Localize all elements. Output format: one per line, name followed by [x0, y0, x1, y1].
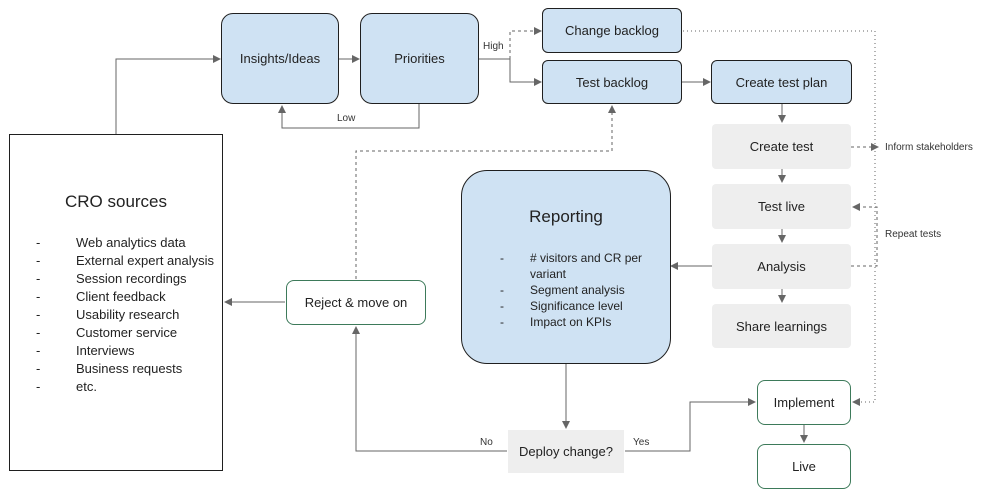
- reporting-item-text: Segment analysis: [530, 283, 625, 297]
- cro-source-item-text: Business requests: [76, 361, 183, 376]
- reporting-item-text: Impact on KPIs: [530, 315, 612, 329]
- reporting-item-text: # visitors and CR per variant: [530, 251, 643, 281]
- bullet-dash: -: [36, 289, 41, 304]
- reporting-item: - Significance level: [500, 298, 660, 314]
- node-live: Live: [757, 444, 851, 489]
- label-yes: Yes: [633, 437, 650, 448]
- cro-source-item: - Usability research: [36, 306, 216, 324]
- bullet-dash: -: [36, 271, 41, 286]
- label-low: Low: [337, 113, 356, 124]
- cro-source-item: - Business requests: [36, 360, 216, 378]
- node-create-test: Create test: [712, 124, 851, 169]
- bullet-dash: -: [500, 315, 504, 329]
- cro-source-item-text: Usability research: [76, 307, 180, 322]
- cro-sources-box: CRO sources - Web analytics data - External…: [9, 134, 223, 471]
- node-insights-ideas: Insights/Ideas: [221, 13, 339, 104]
- bullet-dash: -: [500, 299, 504, 313]
- node-analysis-label: Analysis: [757, 259, 806, 274]
- node-change-backlog-label: Change backlog: [565, 23, 659, 38]
- node-deploy-label: Deploy change?: [519, 444, 613, 459]
- cro-source-item: - External expert analysis: [36, 252, 216, 270]
- node-reject-move-on: Reject & move on: [286, 280, 426, 325]
- cro-source-item-text: Session recordings: [76, 271, 187, 286]
- arrow-sources-to-insights: [115, 55, 221, 134]
- node-share-learnings: Share learnings: [712, 304, 851, 348]
- reporting-item: - Impact on KPIs: [500, 314, 660, 330]
- node-create-test-label: Create test: [749, 139, 814, 154]
- node-priorities: Priorities: [360, 13, 479, 104]
- node-change-backlog: Change backlog: [542, 8, 682, 53]
- node-reject-label: Reject & move on: [304, 295, 408, 310]
- node-share-learnings-label: Share learnings: [735, 318, 828, 334]
- node-test-backlog-label: Test backlog: [575, 74, 649, 90]
- bullet-dash: -: [500, 283, 504, 297]
- cro-source-item-text: Web analytics data: [76, 235, 186, 250]
- cro-source-item-text: Customer service: [76, 325, 178, 340]
- bullet-dash: -: [500, 251, 504, 265]
- reporting-item: - Segment analysis: [500, 282, 660, 298]
- node-test-live-label: Test live: [758, 199, 805, 214]
- node-test-backlog: Test backlog: [542, 60, 682, 104]
- bullet-dash: -: [36, 343, 41, 358]
- cro-sources-title: CRO sources: [64, 192, 168, 211]
- bullet-dash: -: [36, 253, 41, 268]
- arrow-repeat-tests: [851, 203, 878, 267]
- label-no: No: [480, 437, 493, 448]
- node-reporting: Reporting - # visitors and CR per variant…: [461, 170, 671, 364]
- node-live-label: Live: [792, 459, 816, 474]
- bullet-dash: -: [36, 325, 41, 340]
- node-analysis: Analysis: [712, 244, 851, 289]
- bullet-dash: -: [36, 379, 41, 394]
- reporting-title: Reporting: [529, 207, 603, 226]
- arrow-priorities-to-change-backlog: [509, 27, 542, 59]
- node-deploy-change: Deploy change?: [508, 430, 624, 473]
- bullet-dash: -: [36, 307, 41, 322]
- cro-source-item: - etc.: [36, 378, 216, 396]
- arrow-deploy-no: [352, 326, 507, 452]
- cro-sources-list: - Web analytics data - External expert anal…: [36, 234, 216, 396]
- cro-source-item: - Web analytics data: [36, 234, 216, 252]
- cro-source-item: - Session recordings: [36, 270, 216, 288]
- arrow-priorities-to-test-backlog: [479, 58, 542, 86]
- label-high: High: [483, 41, 504, 52]
- node-insights-label: Insights/Ideas: [239, 51, 321, 66]
- node-test-live: Test live: [712, 184, 851, 229]
- cro-source-item: - Client feedback: [36, 288, 216, 306]
- label-inform-stakeholders: Inform stakeholders: [885, 142, 973, 153]
- cro-source-item-text: External expert analysis: [76, 253, 215, 268]
- label-repeat-tests: Repeat tests: [885, 229, 942, 240]
- reporting-item: - # visitors and CR per variant: [500, 250, 660, 282]
- node-implement: Implement: [757, 380, 851, 425]
- node-create-test-plan-label: Create test plan: [735, 74, 828, 90]
- arrow-priorities-low: [278, 104, 420, 129]
- reporting-item-text: Significance level: [530, 299, 623, 313]
- reporting-list: - # visitors and CR per variant - Segment a…: [500, 250, 660, 330]
- cro-source-item: - Interviews: [36, 342, 216, 360]
- arrow-change-backlog-to-implement: [683, 30, 876, 406]
- cro-source-item-text: Client feedback: [76, 289, 166, 304]
- cro-source-item-text: Interviews: [76, 343, 135, 358]
- cro-source-item: - Customer service: [36, 324, 216, 342]
- bullet-dash: -: [36, 361, 41, 376]
- cro-source-item-text: etc.: [76, 379, 97, 394]
- node-create-test-plan: Create test plan: [711, 60, 852, 104]
- node-priorities-label: Priorities: [394, 51, 445, 66]
- arrow-deploy-yes: [625, 398, 756, 452]
- node-implement-label: Implement: [773, 395, 835, 410]
- bullet-dash: -: [36, 235, 41, 250]
